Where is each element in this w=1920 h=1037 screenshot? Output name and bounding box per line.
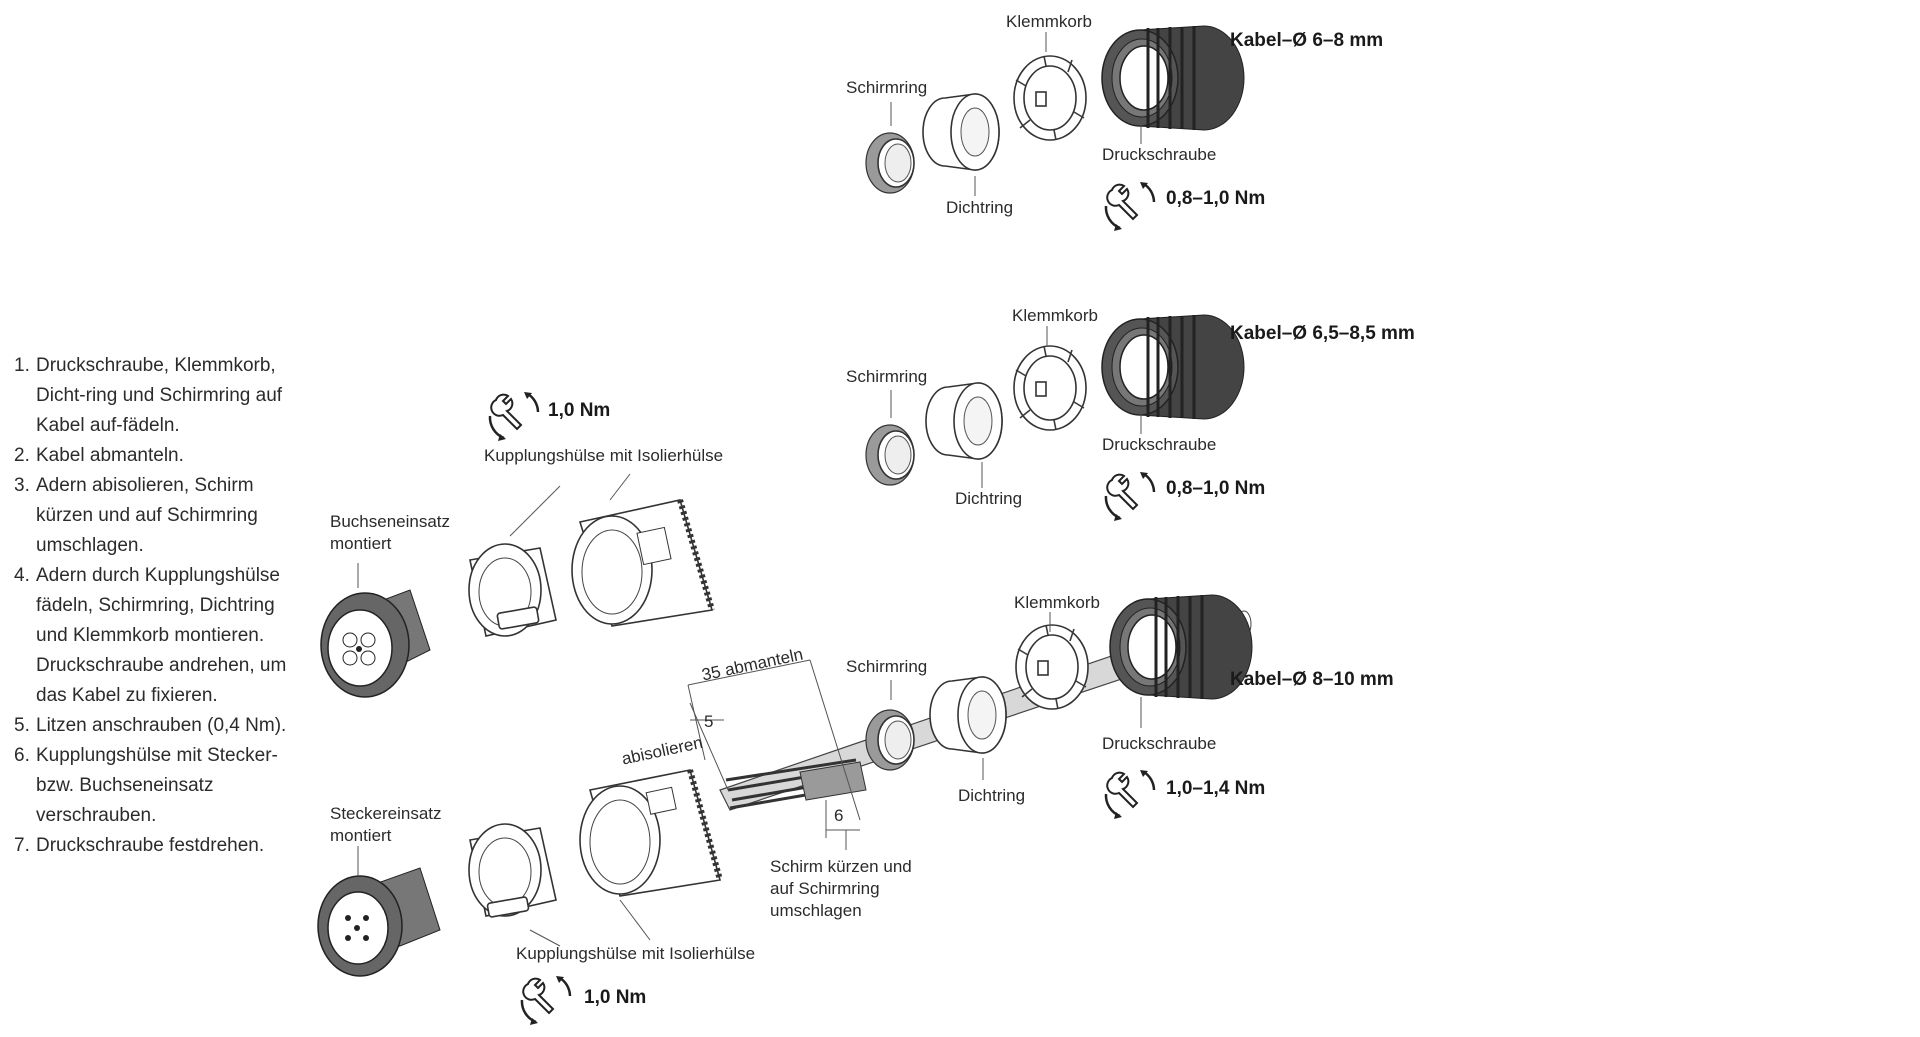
shield-note-line-1: Schirm kürzen und: [770, 857, 912, 876]
variant-b-cable-diameter: Kabel–Ø 6,5–8,5 mm: [1230, 323, 1415, 344]
variant-b-torque-value: 0,8–1,0 Nm: [1166, 478, 1266, 499]
plug-sleeve-label: Kupplungshülse mit Isolierhülse: [516, 944, 756, 963]
plug-insert: [317, 867, 441, 977]
variant-b-druckschraube-label: Druckschraube: [1102, 435, 1217, 454]
variant-a-dichtring-label: Dichtring: [946, 198, 1014, 217]
variant-c-klemmkorb-label: Klemmkorb: [1014, 593, 1100, 612]
variant-a-cable-diameter: Kabel–Ø 6–8 mm: [1230, 30, 1384, 51]
socket-torque-icon: [488, 390, 540, 443]
plug-insert-label-2: montiert: [330, 826, 392, 845]
variant-b-seal-ring: [925, 382, 1003, 460]
dimension-lines: [687, 659, 861, 850]
variant-b-klemmkorb-label: Klemmkorb: [1012, 306, 1098, 325]
variant-b-clamp-basket: [1013, 345, 1087, 431]
plug-coupling-sleeve: [579, 769, 723, 897]
variant-b-schirmring-label: Schirmring: [846, 367, 928, 386]
socket-insulating-sleeve: [468, 543, 557, 637]
step-2: 2.Kabel abmanteln.: [14, 445, 184, 466]
variant-a-klemmkorb-label: Klemmkorb: [1006, 12, 1092, 31]
stripped-wires: [725, 758, 867, 810]
socket-torque-value: 1,0 Nm: [548, 400, 611, 421]
variant-c-torque-icon: [1104, 768, 1156, 821]
plug-insulating-sleeve: [468, 823, 557, 918]
variant-c-shield-ring: [865, 709, 915, 771]
variant-c-seal-ring: [929, 676, 1007, 754]
step-5: 5.Litzen anschrauben (0,4 Nm).: [14, 715, 287, 736]
variant-b-torque-icon: [1104, 470, 1156, 523]
variant-b-shield-ring: [865, 424, 915, 486]
step-1: 1.Druckschraube, Klemmkorb, Dicht-ring u…: [14, 355, 283, 436]
step-6: 6.Kupplungshülse mit Stecker- bzw. Buchs…: [14, 745, 278, 826]
socket-insert: [320, 589, 431, 698]
plug-torque-value: 1,0 Nm: [584, 987, 647, 1008]
step-3: 3.Adern abisolieren, Schirm kürzen und a…: [14, 475, 258, 556]
variant-c-cable-diameter: Kabel–Ø 8–10 mm: [1230, 669, 1394, 690]
variant-a-torque-value: 0,8–1,0 Nm: [1166, 188, 1266, 209]
plug-insert-label-1: Steckereinsatz: [330, 804, 442, 823]
strip-length-label: 5: [704, 712, 714, 731]
variant-a-clamp-basket: [1013, 55, 1087, 141]
socket-sleeve-label: Kupplungshülse mit Isolierhülse: [484, 446, 724, 465]
variant-a-schirmring-label: Schirmring: [846, 78, 928, 97]
step-7: 7.Druckschraube festdrehen.: [14, 835, 265, 856]
variant-a-torque-icon: [1104, 180, 1156, 233]
socket-insert-label-1: Buchseneinsatz: [330, 512, 451, 531]
variant-b-pressure-screw: [1100, 313, 1246, 421]
socket-coupling-sleeve: [571, 499, 715, 627]
variant-c-druckschraube-label: Druckschraube: [1102, 734, 1217, 753]
shield-length-label: 6: [834, 806, 844, 825]
variant-a-seal-ring: [922, 93, 1000, 171]
variant-a-shield-ring: [865, 132, 915, 194]
shield-note-line-3: umschlagen: [770, 901, 862, 920]
variant-b-dichtring-label: Dichtring: [955, 489, 1023, 508]
shield-braid: [799, 761, 867, 801]
socket-insert-label-2: montiert: [330, 534, 392, 553]
instruction-list: 1.Druckschraube, Klemmkorb, Dicht-ring u…: [14, 351, 306, 861]
step-4: 4.Adern durch Kupplungshülse fädeln, Sch…: [14, 565, 287, 706]
variant-c-torque-value: 1,0–1,4 Nm: [1166, 778, 1266, 799]
variant-c-schirmring-label: Schirmring: [846, 657, 928, 676]
variant-c-dichtring-label: Dichtring: [958, 786, 1026, 805]
shield-note-line-2: auf Schirmring: [770, 879, 880, 898]
variant-a-druckschraube-label: Druckschraube: [1102, 145, 1217, 164]
variant-c-clamp-basket: [1015, 624, 1089, 710]
plug-torque-icon: [520, 974, 572, 1027]
variant-a-pressure-screw: [1100, 24, 1246, 132]
